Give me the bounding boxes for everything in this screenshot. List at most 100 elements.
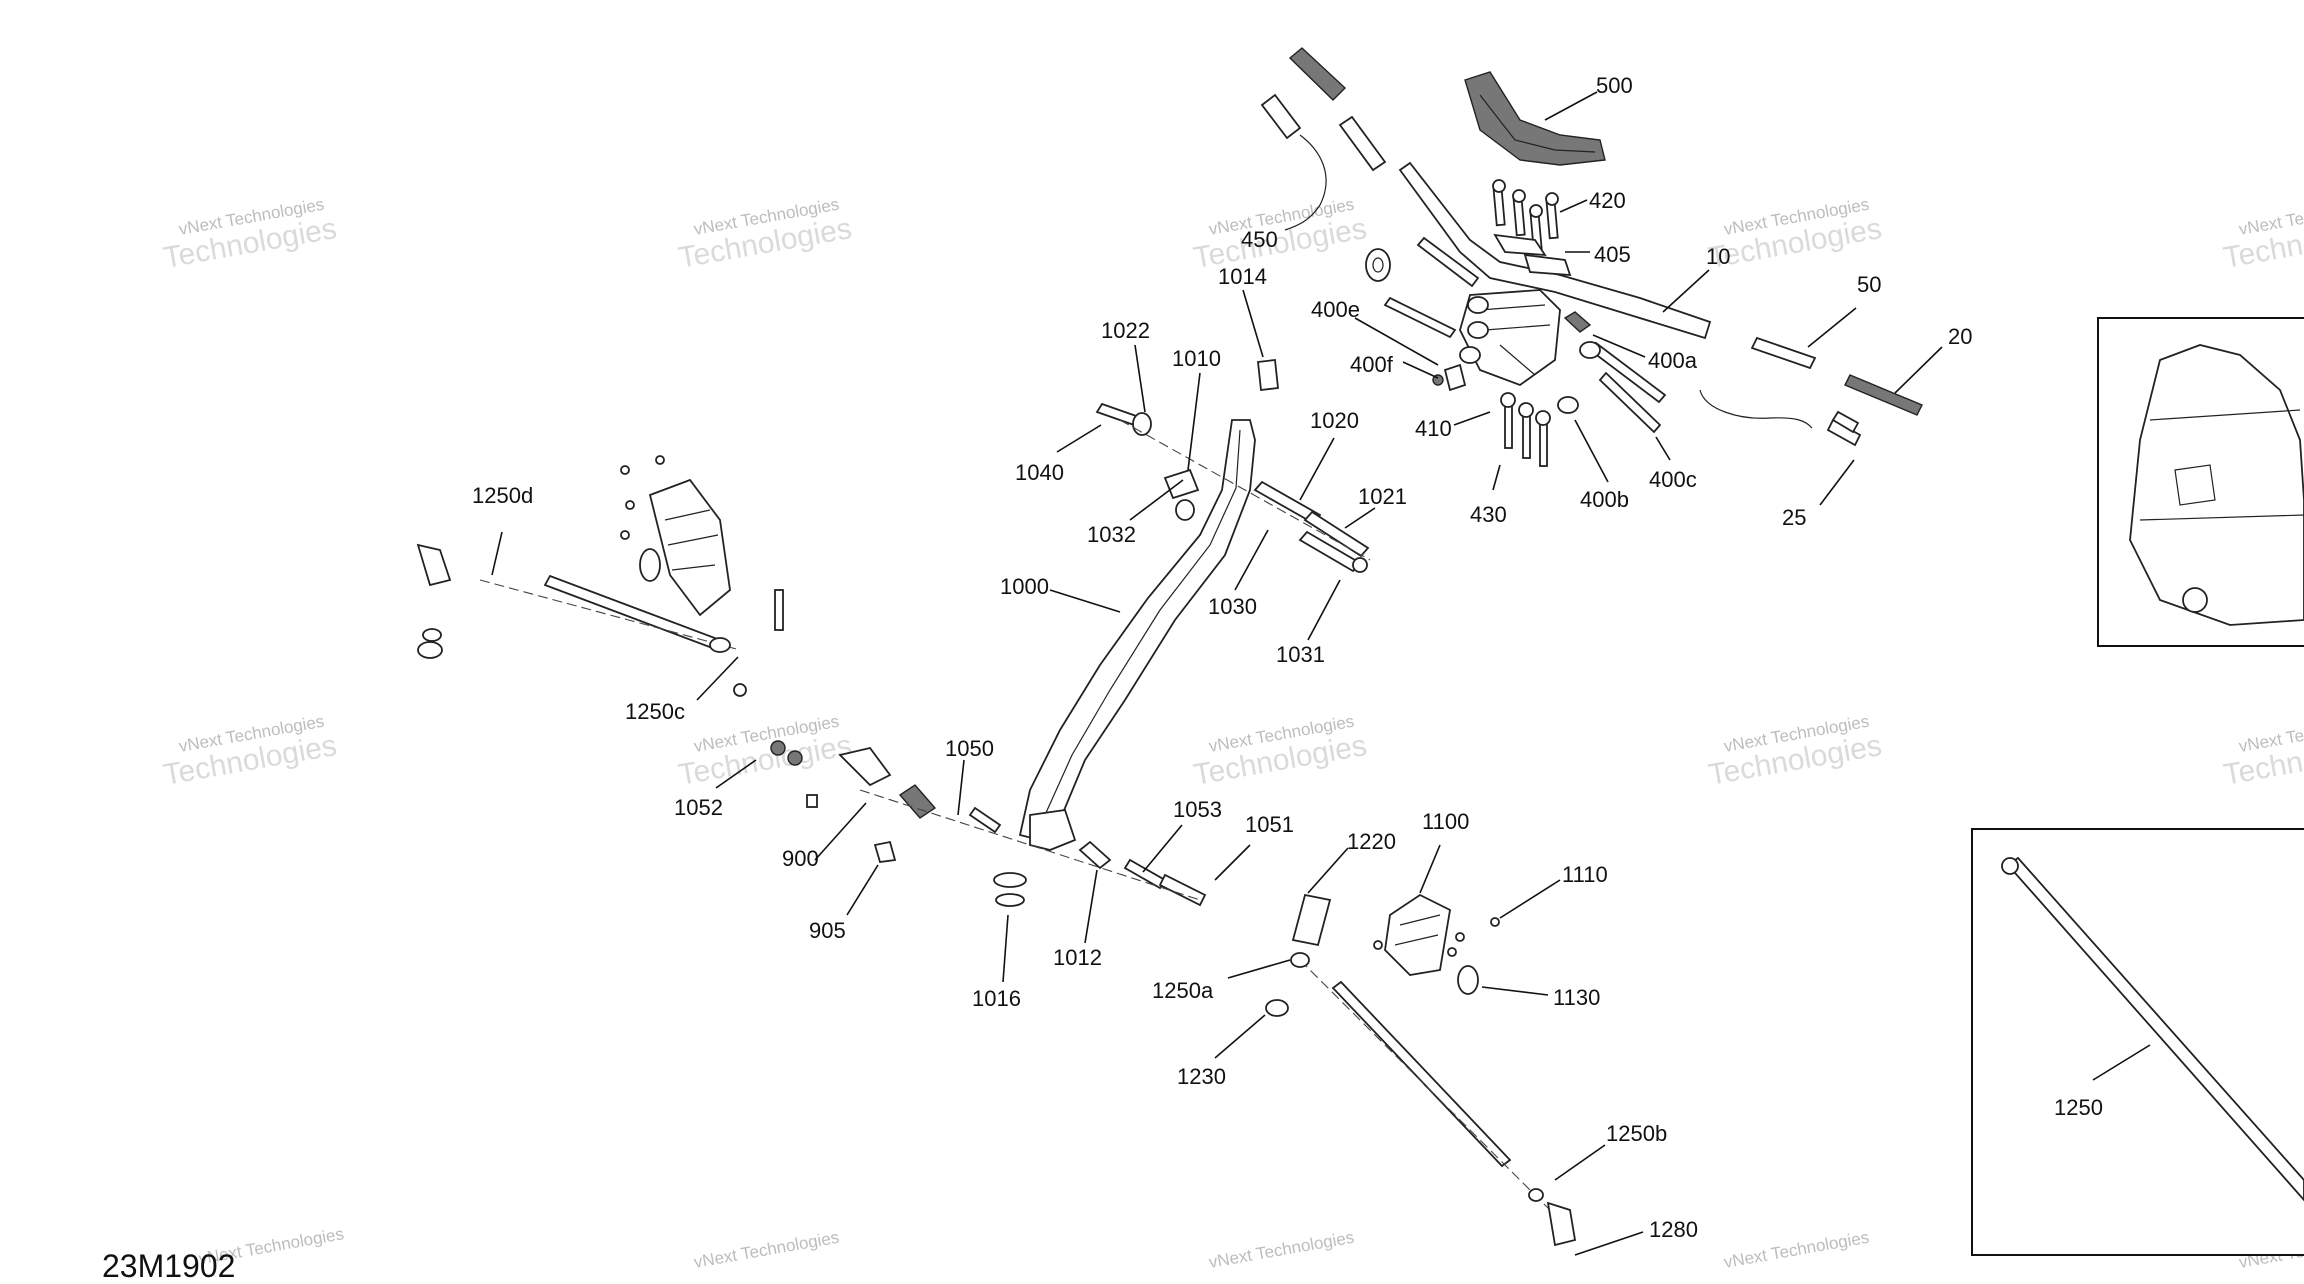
callout-label: 410 [1415,416,1452,441]
inset-riser-lines [2139,409,2304,521]
callout-label: 430 [1470,502,1507,527]
cover-1100-ribs [1394,914,1441,946]
callout-label: 400e [1311,297,1360,322]
callout-label: 25 [1782,505,1806,530]
riser-bushing-a [1467,296,1489,314]
callout-label: 400c [1649,467,1697,492]
rod-end-1250c [709,637,731,653]
clamp-405b [1523,253,1572,276]
cover-plate [648,478,731,617]
column-axis-upper [1119,419,1371,561]
screw-1110d [1373,940,1383,950]
tie-rod-right [1265,893,1577,1247]
callout-label: 1040 [1015,460,1064,485]
screw-c [625,500,635,510]
washer-1250d [422,628,442,642]
handlebar-end-left [1416,236,1480,288]
rod-end-1280 [1546,1201,1577,1247]
bolt-430c-head [1518,402,1534,418]
washer-1052b [787,750,803,766]
screw-a [620,465,630,475]
link-1053 [1123,858,1167,890]
callout-label: 1050 [945,736,994,761]
rod-end-1010 [1163,468,1200,500]
inset-riser-detail [2097,317,2304,647]
pivot-1016a [993,872,1027,888]
screw-1110c [1447,947,1457,957]
callout-label: 1051 [1245,812,1294,837]
washer-1052a [770,740,786,756]
leader-lines [491,91,2151,1256]
callout-label: 900 [782,846,819,871]
pin-1020 [1253,480,1322,525]
callout-label: 1031 [1276,642,1325,667]
shaft-1050 [968,806,1002,834]
pivot-1016b [995,893,1025,907]
callout-label: 1220 [1347,829,1396,854]
callout-label: 1230 [1177,1064,1226,1089]
callout-label: 50 [1857,272,1881,297]
grip-top [1288,47,1347,101]
grip-end-25 [1831,410,1860,434]
bushing-400c [1579,341,1601,359]
washer-450-hole [1372,257,1384,273]
pin-400c-lower [1598,371,1662,434]
nut-1250d [417,641,443,659]
callout-label: 1250b [1606,1121,1667,1146]
screw-1110a [1490,917,1500,927]
throttle-cable [1284,134,1327,231]
callout-label: 1010 [1172,346,1221,371]
nut-905 [873,840,897,863]
callout-label: 1250c [625,699,685,724]
nut-1250c [733,683,747,697]
inset-rod-end [2001,857,2019,875]
callout-label: 1030 [1208,594,1257,619]
cover-ribs [664,509,719,571]
callout-label: 1100 [1422,809,1469,834]
watermark-text: vNext Technologies [1722,1228,1870,1272]
bracket-400f [1443,363,1467,392]
callout-label: 1022 [1101,318,1150,343]
callout-label: 400b [1580,487,1629,512]
callout-label: 1130 [1553,985,1600,1010]
inset-frame-bottom [1971,828,2304,1256]
pin-400e [1383,296,1457,339]
watermark-text: vNext Technologies [1207,1228,1355,1272]
callout-label: 1020 [1310,408,1359,433]
handlebar-pad [1464,71,1606,166]
callout-label: 400a [1648,348,1698,373]
steering-arm [1029,809,1077,851]
inset-riser-body [2129,344,2304,626]
steering-column-edge [1044,429,1241,816]
callout-label: 400f [1350,352,1394,377]
nut-1031 [1352,557,1368,573]
steering-column [770,358,1371,907]
callout-label: 405 [1594,242,1631,267]
rod-end-1250a [1290,952,1310,968]
heater-cable-25 [1699,389,1813,429]
grip-sleeve-50 [1750,336,1817,370]
link-1051 [1158,873,1207,907]
callout-label: 1250a [1152,978,1214,1003]
diagram-code: 23M1902 [102,1248,236,1284]
handlebar-assembly [1260,47,1923,467]
riser-bushing-c [1459,346,1481,364]
clamp-405 [1493,233,1547,257]
bolt-1052 [806,794,818,808]
grip-insert [1338,115,1387,172]
callout-label: 1052 [674,795,723,820]
callout-label: 1280 [1649,1217,1698,1242]
cover-1100 [1384,893,1451,976]
callout-label: 1053 [1173,797,1222,822]
clamp-ring [639,548,661,582]
rod-end-1250d [416,543,452,587]
nut-1230 [1265,999,1289,1017]
callout-label: 1110 [1562,862,1608,887]
watermark-text: vNext Technologies [692,1228,840,1272]
callout-label: 1250 [2054,1095,2103,1120]
callout-labels: 500 420 405 450 10 50 20 25 1014 1022 10… [472,73,2103,1242]
handlebar-tube [1398,161,1712,340]
nut-1250b [1528,1188,1544,1202]
grip-insert-25 [1826,418,1862,447]
